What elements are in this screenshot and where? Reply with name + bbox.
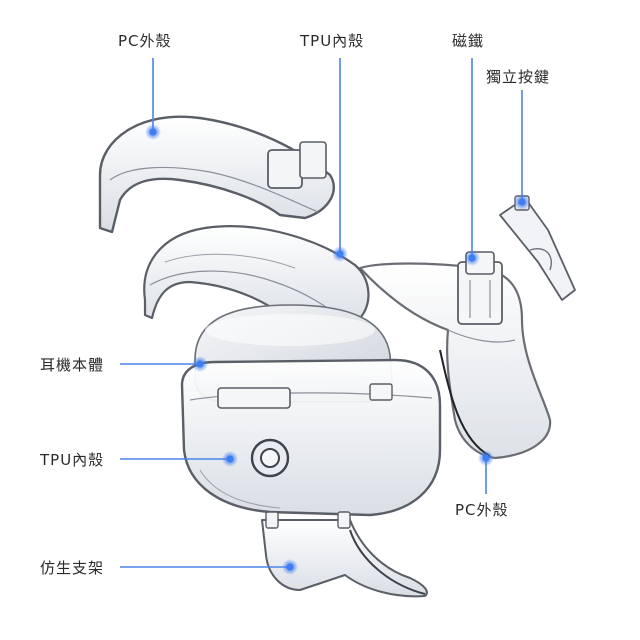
- label-tpu-inner-left: TPU內殼: [40, 451, 105, 469]
- leader-lines: [120, 58, 523, 568]
- bionic-stand: [261, 511, 428, 598]
- label-pc-outer-right: PC外殼: [455, 501, 509, 519]
- tpu-inner-lower-shell: [180, 358, 442, 517]
- magnet-block: [457, 251, 503, 325]
- label-independent-button: 獨立按鍵: [486, 68, 551, 86]
- pc-outer-top-lid: [98, 115, 335, 234]
- label-bionic-stand: 仿生支架: [40, 559, 105, 577]
- leader-dots: [145, 124, 530, 575]
- label-pc-outer-top: PC外殼: [118, 32, 172, 50]
- label-magnet: 磁鐵: [452, 32, 485, 50]
- label-tpu-inner-top: TPU內殼: [300, 32, 365, 50]
- label-earphone-body: 耳機本體: [40, 356, 105, 374]
